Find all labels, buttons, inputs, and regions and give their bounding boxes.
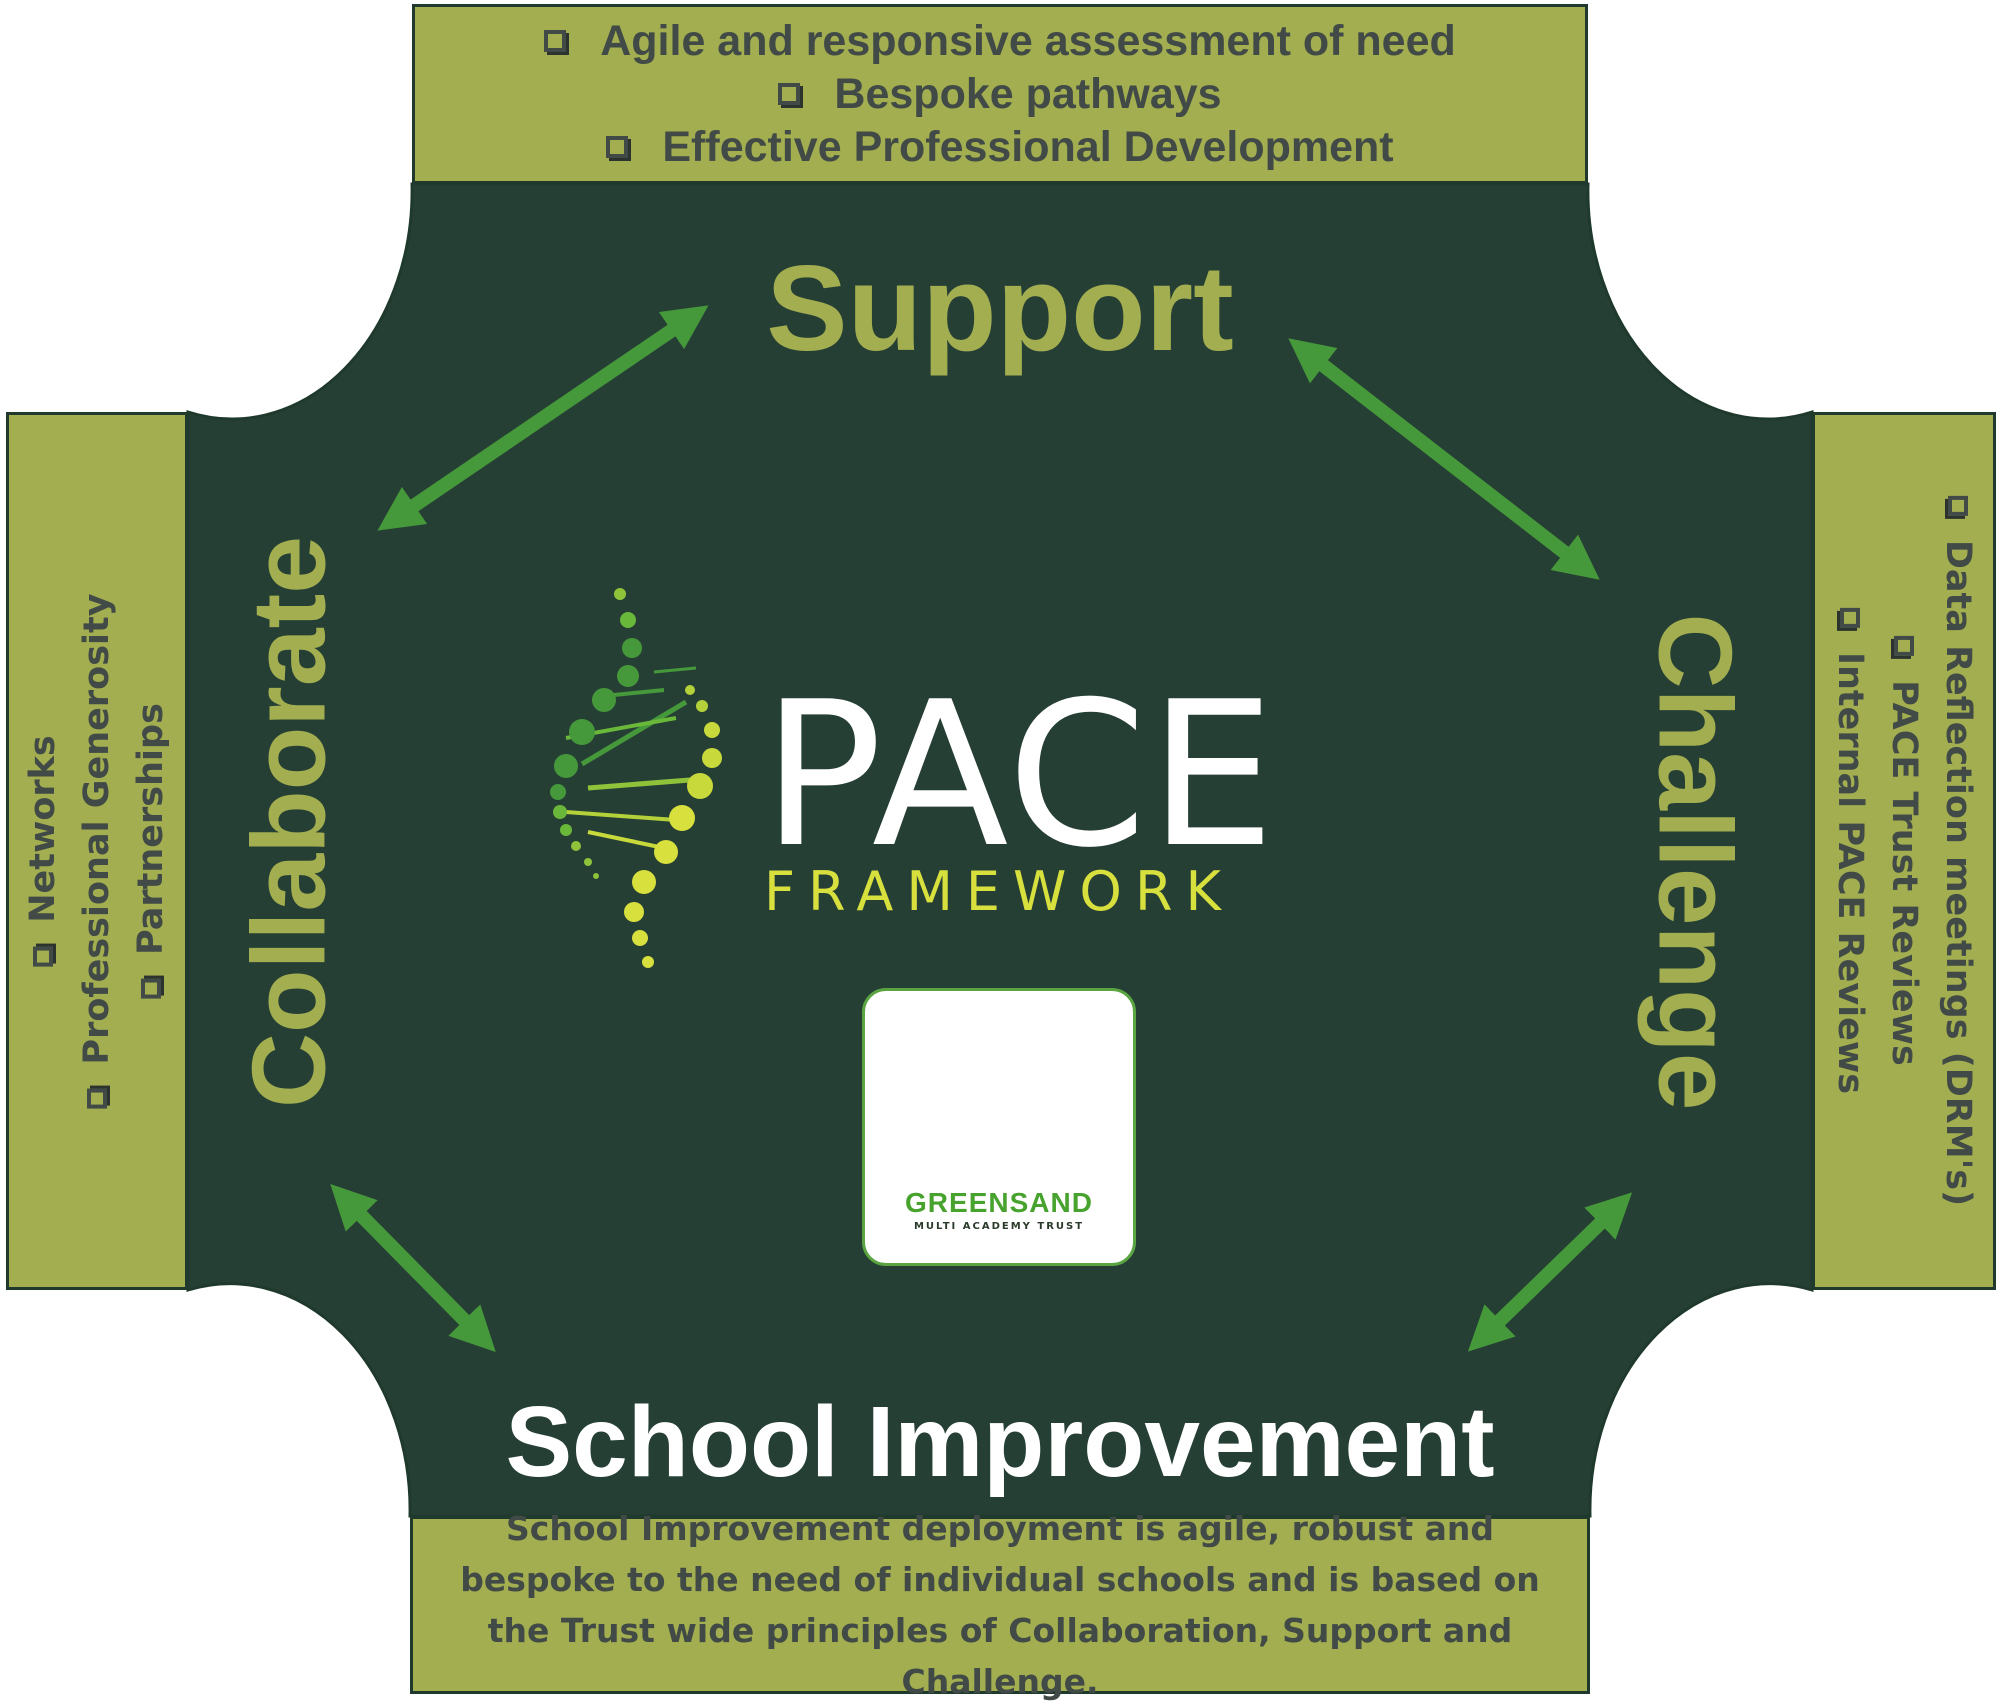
arrow-collaborate-school (330, 1184, 496, 1352)
support-item: Bespoke pathways (778, 68, 1222, 121)
checkbox-icon (33, 946, 53, 967)
support-label: Support (766, 240, 1234, 376)
dna-helix-icon (550, 588, 722, 968)
greensand-logo-name: GREENSAND (905, 1187, 1093, 1218)
arrow-support-challenge (1288, 338, 1600, 580)
arrow-support-collaborate (377, 305, 709, 531)
challenge-list: Data Reflection meetings (DRM's) PACE Tr… (1823, 495, 1985, 1206)
challenge-item: Data Reflection meetings (DRM's) (1931, 495, 1985, 1206)
checkbox-icon (544, 30, 567, 52)
school-improvement-description: School Improvement deployment is agile, … (460, 1509, 1540, 1701)
collaborate-label: Collaborate (231, 535, 348, 1109)
support-item: Effective Professional Development (606, 121, 1394, 174)
challenge-panel: Data Reflection meetings (DRM's) PACE Tr… (1812, 412, 1996, 1290)
checkbox-icon (87, 1088, 107, 1109)
school-improvement-panel: School Improvement deployment is agile, … (410, 1509, 1590, 1701)
checkbox-icon (141, 978, 161, 999)
pace-logo-subtitle: FRAMEWORK (764, 860, 1234, 923)
support-panel: Agile and responsive assessment of need … (412, 4, 1588, 184)
collaborate-item: Networks (16, 735, 70, 967)
checkbox-icon (778, 83, 801, 105)
school-improvement-label: School Improvement (505, 1386, 1495, 1498)
checkbox-icon (1840, 607, 1860, 628)
support-item: Agile and responsive assessment of need (544, 15, 1456, 68)
checkbox-icon (606, 136, 629, 158)
checkbox-icon (1894, 636, 1914, 657)
greensand-logo: GREENSAND MULTI ACADEMY TRUST (862, 988, 1136, 1266)
challenge-item: PACE Trust Reviews (1877, 636, 1931, 1066)
challenge-label: Challenge (1636, 613, 1753, 1111)
greensand-logo-tagline: MULTI ACADEMY TRUST (913, 1221, 1085, 1232)
collaborate-item: Partnerships (124, 703, 178, 999)
challenge-item: Internal PACE Reviews (1823, 607, 1877, 1094)
pace-logo-title: PACE (762, 659, 1278, 892)
arrow-challenge-school (1467, 1192, 1633, 1352)
collaborate-panel: Networks Professional Generosity Partner… (6, 412, 188, 1290)
collaborate-list: Networks Professional Generosity Partner… (16, 593, 178, 1109)
checkbox-icon (1948, 495, 1968, 516)
collaborate-item: Professional Generosity (70, 593, 124, 1109)
